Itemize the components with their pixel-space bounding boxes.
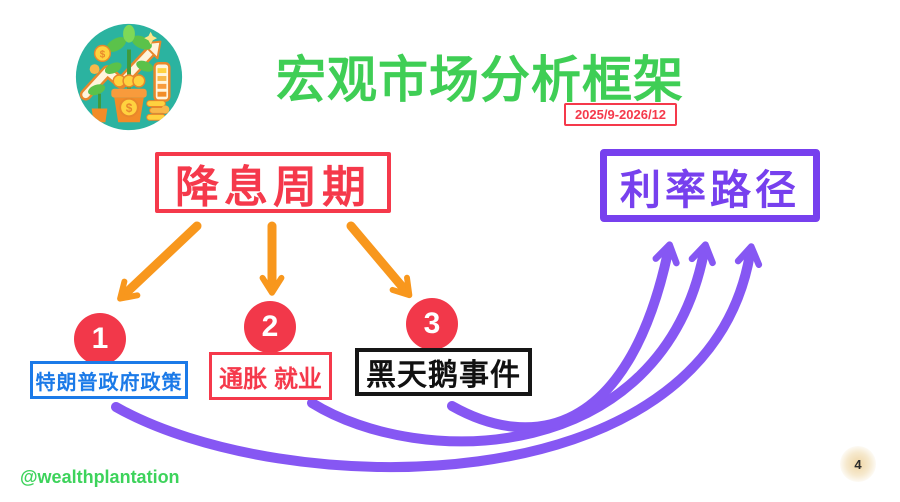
logo-coin-symbol: $ <box>126 101 133 115</box>
rate-cut-cycle-box: 降息周期 <box>155 152 391 213</box>
factor-2-badge: 2 <box>244 301 296 353</box>
factor-2-inflation-employment-box: 通胀 就业 <box>209 352 332 400</box>
page-title: 宏观市场分析框架 <box>276 52 684 108</box>
factor-1-trump-policy-box: 特朗普政府政策 <box>30 361 188 399</box>
orange-down-arrows <box>117 221 413 302</box>
watermark: @wealthplantation <box>20 467 180 487</box>
wealth-plantation-logo-icon: $ $ <box>70 18 188 136</box>
logo-coin-symbol: $ <box>100 49 106 60</box>
factor-3-black-swan-box: 黑天鹅事件 <box>355 348 532 396</box>
purple-curve-arrows <box>111 241 763 473</box>
date-range-badge: 2025/9-2026/12 <box>564 103 677 126</box>
rate-path-box: 利率路径 <box>600 149 820 222</box>
factor-1-badge: 1 <box>74 313 126 365</box>
factor-3-badge: 3 <box>406 298 458 350</box>
page-number: 4 <box>840 446 876 482</box>
